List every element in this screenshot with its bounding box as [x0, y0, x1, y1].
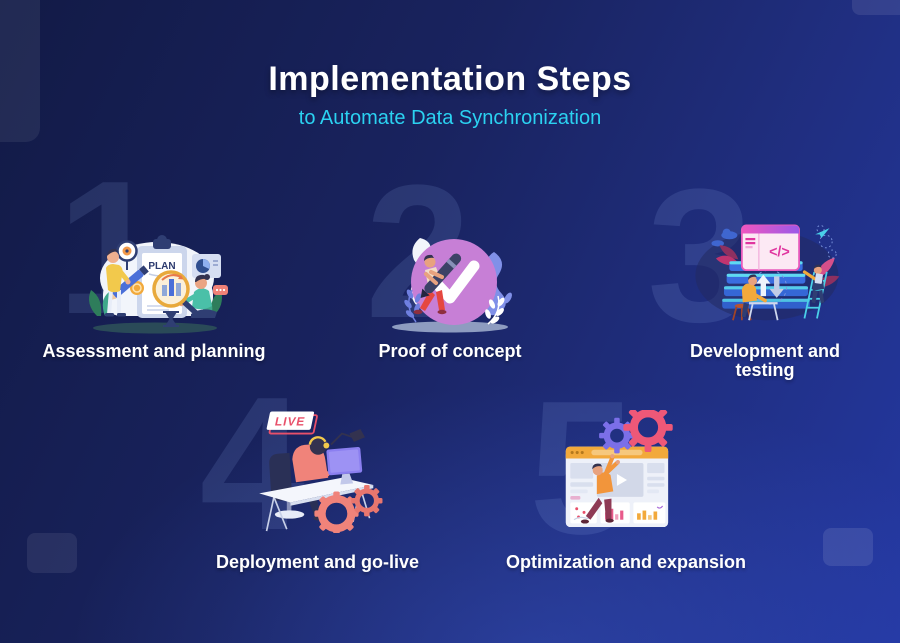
coin-icon: [130, 281, 144, 295]
step-1-assessment-and-planning: 1 PLAN: [25, 153, 283, 380]
proof-of-concept-illustration: [392, 238, 512, 333]
deco-rounded-rect-bottom-right: [823, 528, 873, 566]
step-4-label: Deployment and go-live: [215, 552, 420, 572]
deco-rounded-rect-top-right: [852, 0, 900, 15]
page-title: Implementation Steps: [268, 60, 632, 98]
gear-icon-pink: [623, 410, 673, 453]
target-icon: [116, 240, 138, 270]
step-2-proof-of-concept: 2: [330, 157, 570, 380]
dashboard-window: [565, 446, 669, 528]
desk-lamp: [330, 428, 365, 446]
magnifier-chart-icon: [152, 270, 199, 316]
deployment-go-live-illustration: LIVE: [259, 411, 383, 533]
step-2-label: Proof of concept: [378, 341, 522, 361]
code-text: </>: [769, 245, 790, 261]
step-4-deployment-and-go-live: 4: [195, 369, 440, 590]
person-reaching: [580, 454, 620, 524]
person-left: [105, 248, 131, 317]
person-with-pen: [413, 253, 462, 315]
bar-chart-card-orange: [633, 502, 666, 524]
leaf-sprig-left: [404, 289, 422, 323]
monitor: [326, 446, 363, 485]
step-3-label: Development and testing: [689, 341, 841, 380]
cloud-icons: [711, 228, 738, 247]
hourglass-icon: [163, 311, 179, 327]
step-5-optimization-and-expansion: 5: [496, 373, 756, 590]
person-on-ladder: [802, 264, 825, 304]
deco-rounded-rect-bottom-left: [27, 533, 77, 573]
gear-icon-small: [351, 485, 383, 517]
play-icon: [616, 474, 627, 486]
development-testing-illustration: </>: [695, 224, 840, 321]
code-window: </>: [740, 224, 800, 272]
pie-chart-window-icon: [192, 254, 221, 278]
gear-icon-purple: [599, 417, 635, 454]
page-subtitle: to Automate Data Synchronization: [298, 107, 602, 129]
leaf-sprig-right: [485, 292, 512, 325]
live-text: LIVE: [274, 414, 307, 428]
speech-bubble-icon: [213, 285, 228, 295]
plan-text: PLAN: [148, 261, 175, 272]
live-badge: LIVE: [266, 411, 318, 435]
gear-icon-large: [314, 491, 359, 533]
step-3-development-and-testing: 3: [645, 161, 885, 398]
step-1-label: Assessment and planning: [42, 341, 266, 361]
step-5-label: Optimization and expansion: [505, 552, 747, 572]
person-at-desk: [732, 274, 779, 321]
checkmark-icon: [411, 239, 497, 325]
optimization-expansion-illustration: [565, 410, 673, 528]
paper-plane-icon: [815, 228, 830, 238]
assessment-planning-illustration: PLAN: [89, 235, 228, 334]
